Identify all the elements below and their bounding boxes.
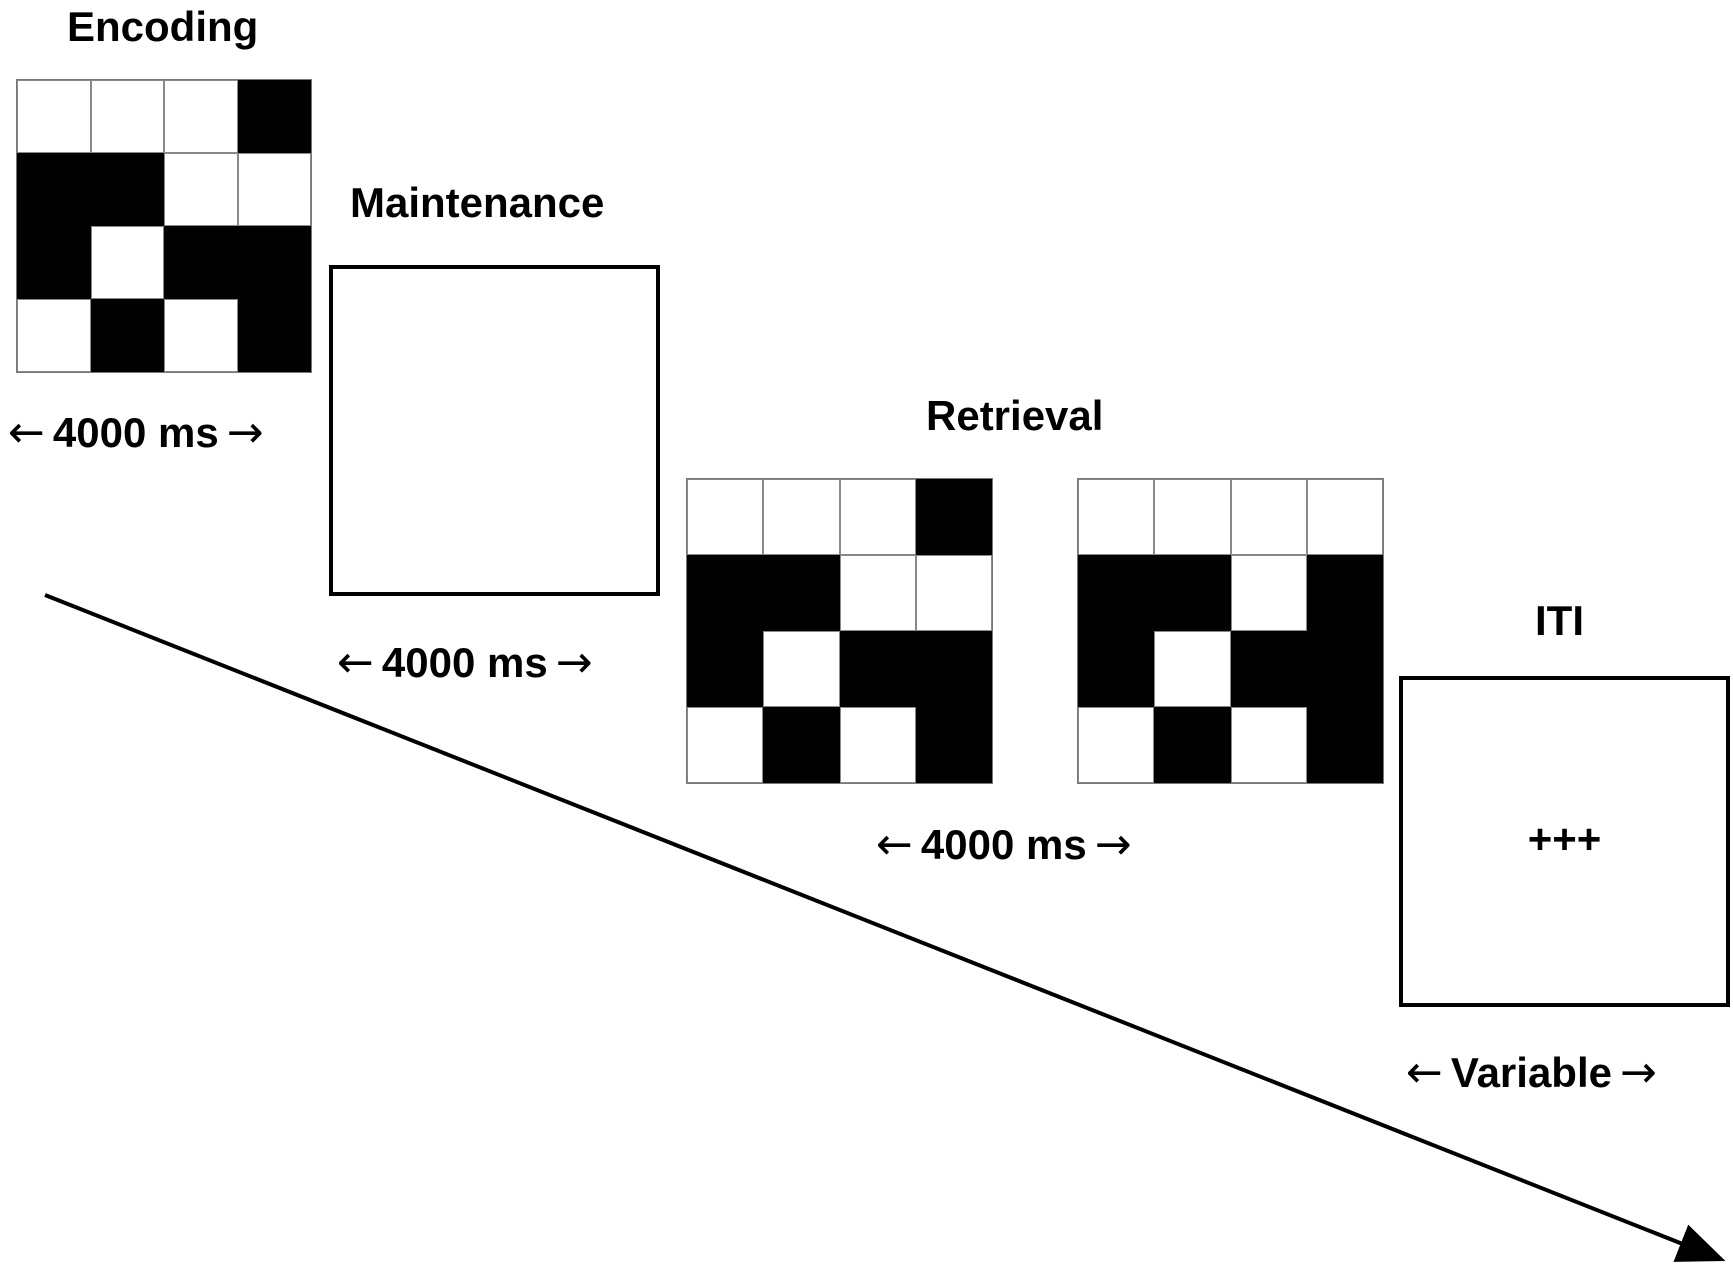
- grid-cell-r3-c3: [164, 226, 238, 299]
- right-arrow-icon: →: [555, 637, 593, 688]
- grid-cell-r3-c2: [1154, 631, 1231, 707]
- grid-cell-r4-c1: [17, 299, 91, 372]
- grid-cell-r2-c4: [1306, 555, 1383, 631]
- maintenance-title: Maintenance: [350, 179, 605, 226]
- grid-cell-r3-c3: [1230, 631, 1307, 707]
- maintenance-duration-text: 4000 ms: [381, 639, 548, 686]
- grid-cell-r3-c2: [763, 631, 840, 707]
- grid-cell-r4-c1: [1078, 707, 1155, 783]
- encoding-duration-text: 4000 ms: [52, 409, 219, 456]
- left-arrow-icon: ←: [8, 407, 45, 458]
- grid-cell-r1-c1: [687, 479, 764, 555]
- iti-title: ITI: [1535, 597, 1584, 644]
- right-arrow-icon: →: [1619, 1047, 1657, 1098]
- grid-cell-r1-c3: [1230, 479, 1307, 555]
- grid-cell-r2-c4: [237, 153, 311, 226]
- grid-cell-r2-c1: [687, 555, 764, 631]
- grid-cell-r4-c3: [839, 707, 916, 783]
- fixation-cross: +++: [1527, 815, 1602, 863]
- iti-fixation-screen: +++: [1399, 676, 1730, 1007]
- grid-cell-r4-c2: [1154, 707, 1231, 783]
- grid-cell-r3-c4: [237, 226, 311, 299]
- left-arrow-icon: ←: [337, 637, 374, 688]
- grid-cell-r1-c4: [915, 479, 992, 555]
- grid-cell-r3-c1: [687, 631, 764, 707]
- grid-cell-r1-c4: [237, 80, 311, 153]
- grid-cell-r3-c4: [1306, 631, 1383, 707]
- grid-cell-r2-c3: [839, 555, 916, 631]
- grid-cell-r1-c3: [164, 80, 238, 153]
- left-arrow-icon: ←: [876, 819, 913, 870]
- grid-cell-r2-c1: [17, 153, 91, 226]
- grid-cell-r4-c3: [1230, 707, 1307, 783]
- grid-cell-r4-c3: [164, 299, 238, 372]
- retrieval-duration-text: 4000 ms: [920, 821, 1087, 868]
- maintenance-blank-screen: [329, 265, 660, 596]
- right-arrow-icon: →: [226, 407, 264, 458]
- retrieval-grid-probe: [1077, 478, 1384, 784]
- grid-cell-r2-c3: [164, 153, 238, 226]
- encoding-duration: ← 4000 ms →: [8, 411, 264, 455]
- grid-cell-r2-c4: [915, 555, 992, 631]
- grid-cell-r3-c3: [839, 631, 916, 707]
- grid-cell-r2-c2: [1154, 555, 1231, 631]
- encoding-grid: [16, 79, 312, 373]
- grid-cell-r4-c2: [90, 299, 164, 372]
- maintenance-duration: ← 4000 ms →: [337, 641, 593, 685]
- grid-cell-r2-c3: [1230, 555, 1307, 631]
- retrieval-duration: ← 4000 ms →: [876, 823, 1132, 867]
- grid-cell-r1-c2: [90, 80, 164, 153]
- grid-cell-r1-c3: [839, 479, 916, 555]
- iti-duration-text: Variable: [1450, 1049, 1612, 1096]
- grid-cell-r2-c2: [90, 153, 164, 226]
- right-arrow-icon: →: [1094, 819, 1132, 870]
- grid-cell-r3-c4: [915, 631, 992, 707]
- grid-cell-r4-c4: [1306, 707, 1383, 783]
- retrieval-title: Retrieval: [926, 392, 1104, 439]
- grid-cell-r1-c2: [763, 479, 840, 555]
- encoding-title: Encoding: [67, 3, 259, 50]
- grid-cell-r2-c2: [763, 555, 840, 631]
- grid-cell-r3-c1: [1078, 631, 1155, 707]
- grid-cell-r1-c4: [1306, 479, 1383, 555]
- grid-cell-r1-c1: [1078, 479, 1155, 555]
- grid-cell-r4-c2: [763, 707, 840, 783]
- left-arrow-icon: ←: [1406, 1047, 1443, 1098]
- grid-cell-r4-c1: [687, 707, 764, 783]
- grid-cell-r3-c1: [17, 226, 91, 299]
- iti-duration: ← Variable →: [1406, 1051, 1657, 1095]
- grid-cell-r2-c1: [1078, 555, 1155, 631]
- grid-cell-r1-c2: [1154, 479, 1231, 555]
- grid-cell-r1-c1: [17, 80, 91, 153]
- grid-cell-r4-c4: [915, 707, 992, 783]
- grid-cell-r4-c4: [237, 299, 311, 372]
- grid-cell-r3-c2: [90, 226, 164, 299]
- retrieval-grid-match: [686, 478, 993, 784]
